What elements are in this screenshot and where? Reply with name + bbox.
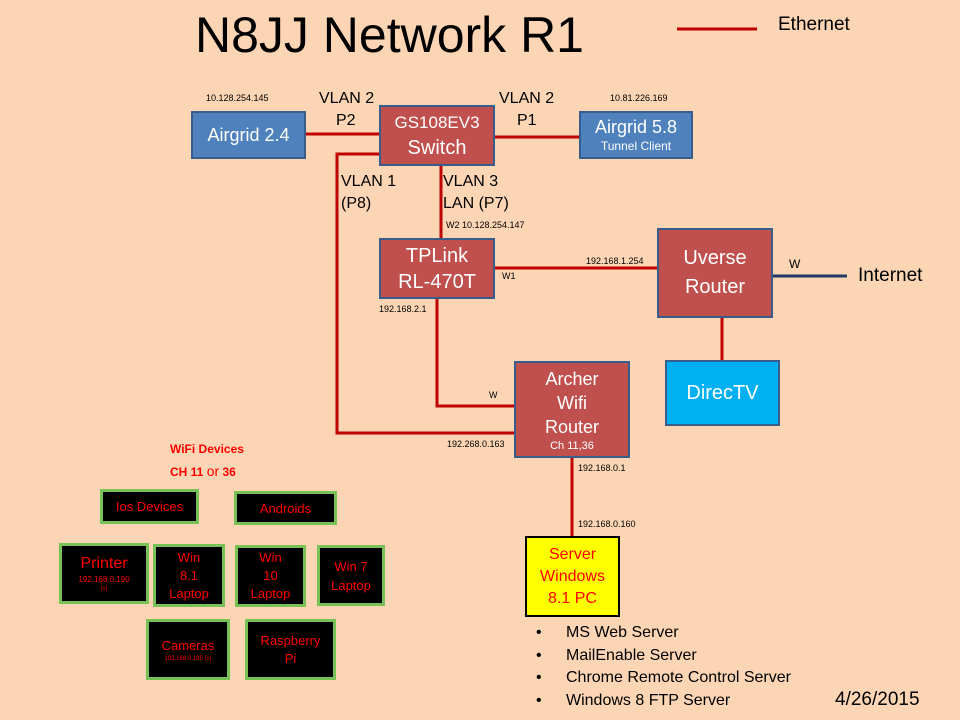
win7-box[interactable]: Win 7 Laptop <box>317 545 385 606</box>
directv-node[interactable]: DirecTV <box>665 360 780 426</box>
archer-wifi-label: Wifi <box>557 392 587 413</box>
tplink-node[interactable]: TPLink RL-470T <box>379 238 495 299</box>
uverse-w-label: W <box>789 257 801 271</box>
cameras-ip: 192.168.0.195 (s) <box>164 655 212 662</box>
vlan2-left-label: VLAN 2 <box>319 90 375 107</box>
server-node[interactable]: Server Windows 8.1 PC <box>525 536 620 617</box>
legend-ethernet-label: Ethernet <box>778 14 850 35</box>
tplink-lan-ip: 192.168.2.1 <box>379 304 427 314</box>
wifi-channel-a: CH 11 <box>170 465 204 479</box>
printer-note: (s) <box>100 586 108 592</box>
uverse-sub-label: Router <box>684 276 746 298</box>
services-item: •Windows 8 FTP Server <box>536 691 731 709</box>
vlan2-right-port: P1 <box>517 112 537 129</box>
uverse-node[interactable]: Uverse Router <box>657 228 773 318</box>
vlan1-label: VLAN 1 <box>341 173 397 190</box>
ios-devices-box[interactable]: Ios Devices <box>100 489 199 524</box>
printer-label: Printer <box>80 555 128 572</box>
win81-box[interactable]: Win 8.1 Laptop <box>153 544 225 607</box>
androids-box[interactable]: Androids <box>234 491 337 525</box>
win81-l2: 8.1 <box>179 567 199 583</box>
services-item: •MailEnable Server <box>536 646 697 664</box>
win81-l3: Laptop <box>169 585 209 601</box>
win81-l1: Win <box>177 549 201 565</box>
win7-l1: Win 7 <box>334 558 368 574</box>
link-switch-archer-vlan1 <box>335 152 514 435</box>
uverse-ip: 192.168.1.254 <box>586 256 644 266</box>
archer-node[interactable]: Archer Wifi Router Ch 11,36 <box>514 361 630 458</box>
vlan3-port: LAN (P7) <box>443 195 509 212</box>
wifi-channel-b: 36 <box>222 465 236 479</box>
directv-label: DirecTV <box>686 382 759 404</box>
tplink-label: TPLink <box>405 244 469 267</box>
raspberry-l2: Pi <box>284 650 297 666</box>
archer-router-label: Router <box>544 416 600 437</box>
tplink-w1-label: W1 <box>502 271 516 281</box>
archer-bottom-ip: 192.168.0.1 <box>578 463 626 473</box>
archer-w-label: W <box>489 390 498 400</box>
internet-label: Internet <box>858 265 923 286</box>
airgrid58-label: Airgrid 5.8 <box>594 117 678 137</box>
vlan2-left-port: P2 <box>336 112 356 129</box>
printer-ip: 192.168.0.190 <box>78 575 130 584</box>
vlan3-label: VLAN 3 <box>443 173 499 190</box>
date-label: 4/26/2015 <box>835 689 920 710</box>
server-label: Server <box>548 545 597 563</box>
archer-left-ip: 192.268.0.163 <box>447 439 505 449</box>
switch-node[interactable]: GS108EV3 Switch <box>379 105 495 166</box>
services-item: •Chrome Remote Control Server <box>536 669 791 686</box>
vlan1-port: (P8) <box>341 195 372 212</box>
server-version: 8.1 PC <box>548 589 597 607</box>
server-ip: 192.168.0.160 <box>578 519 636 529</box>
archer-channels: Ch 11,36 <box>550 439 594 452</box>
printer-box[interactable]: Printer 192.168.0.190 (s) <box>59 543 149 604</box>
win10-l3: Laptop <box>250 586 291 601</box>
switch-model: GS108EV3 <box>394 112 480 132</box>
tplink-model: RL-470T <box>398 270 476 293</box>
switch-label: Switch <box>407 136 467 159</box>
raspberry-box[interactable]: Raspberry Pi <box>245 619 336 680</box>
cameras-label: Cameras <box>161 637 215 653</box>
archer-label: Archer <box>545 368 599 389</box>
uverse-label: Uverse <box>683 247 747 269</box>
airgrid58-ip: 10.81.226.169 <box>610 93 668 103</box>
wifi-channels: CH 11 or 36 <box>170 463 236 479</box>
vlan2-right-label: VLAN 2 <box>499 90 555 107</box>
win7-l2: Laptop <box>331 577 371 593</box>
services-list: •MS Web Server •MailEnable Server •Chrom… <box>536 622 791 712</box>
wifi-heading: WiFi Devices <box>170 442 244 456</box>
services-item: •MS Web Server <box>536 624 679 641</box>
airgrid24-ip: 10.128.254.145 <box>206 93 269 103</box>
tplink-w2-ip: W2 10.128.254.147 <box>446 220 525 230</box>
server-os: Windows <box>540 567 605 585</box>
airgrid24-node[interactable]: Airgrid 2.4 <box>191 111 306 159</box>
cameras-box[interactable]: Cameras 192.168.0.195 (s) <box>146 619 230 680</box>
airgrid24-label: Airgrid 2.4 <box>207 125 290 145</box>
androids-label: Androids <box>259 500 312 516</box>
airgrid58-node[interactable]: Airgrid 5.8 Tunnel Client <box>579 111 693 159</box>
raspberry-l1: Raspberry <box>260 632 321 648</box>
win10-l2: 10 <box>263 568 278 583</box>
win10-box[interactable]: Win 10 Laptop <box>235 545 306 607</box>
ios-devices-label: Ios Devices <box>115 499 184 514</box>
link-tplink-archer <box>435 299 514 408</box>
win10-l1: Win <box>259 550 282 565</box>
page-title: N8JJ Network R1 <box>195 7 584 63</box>
airgrid58-sub: Tunnel Client <box>600 139 672 153</box>
wifi-channel-or: or <box>206 463 220 479</box>
